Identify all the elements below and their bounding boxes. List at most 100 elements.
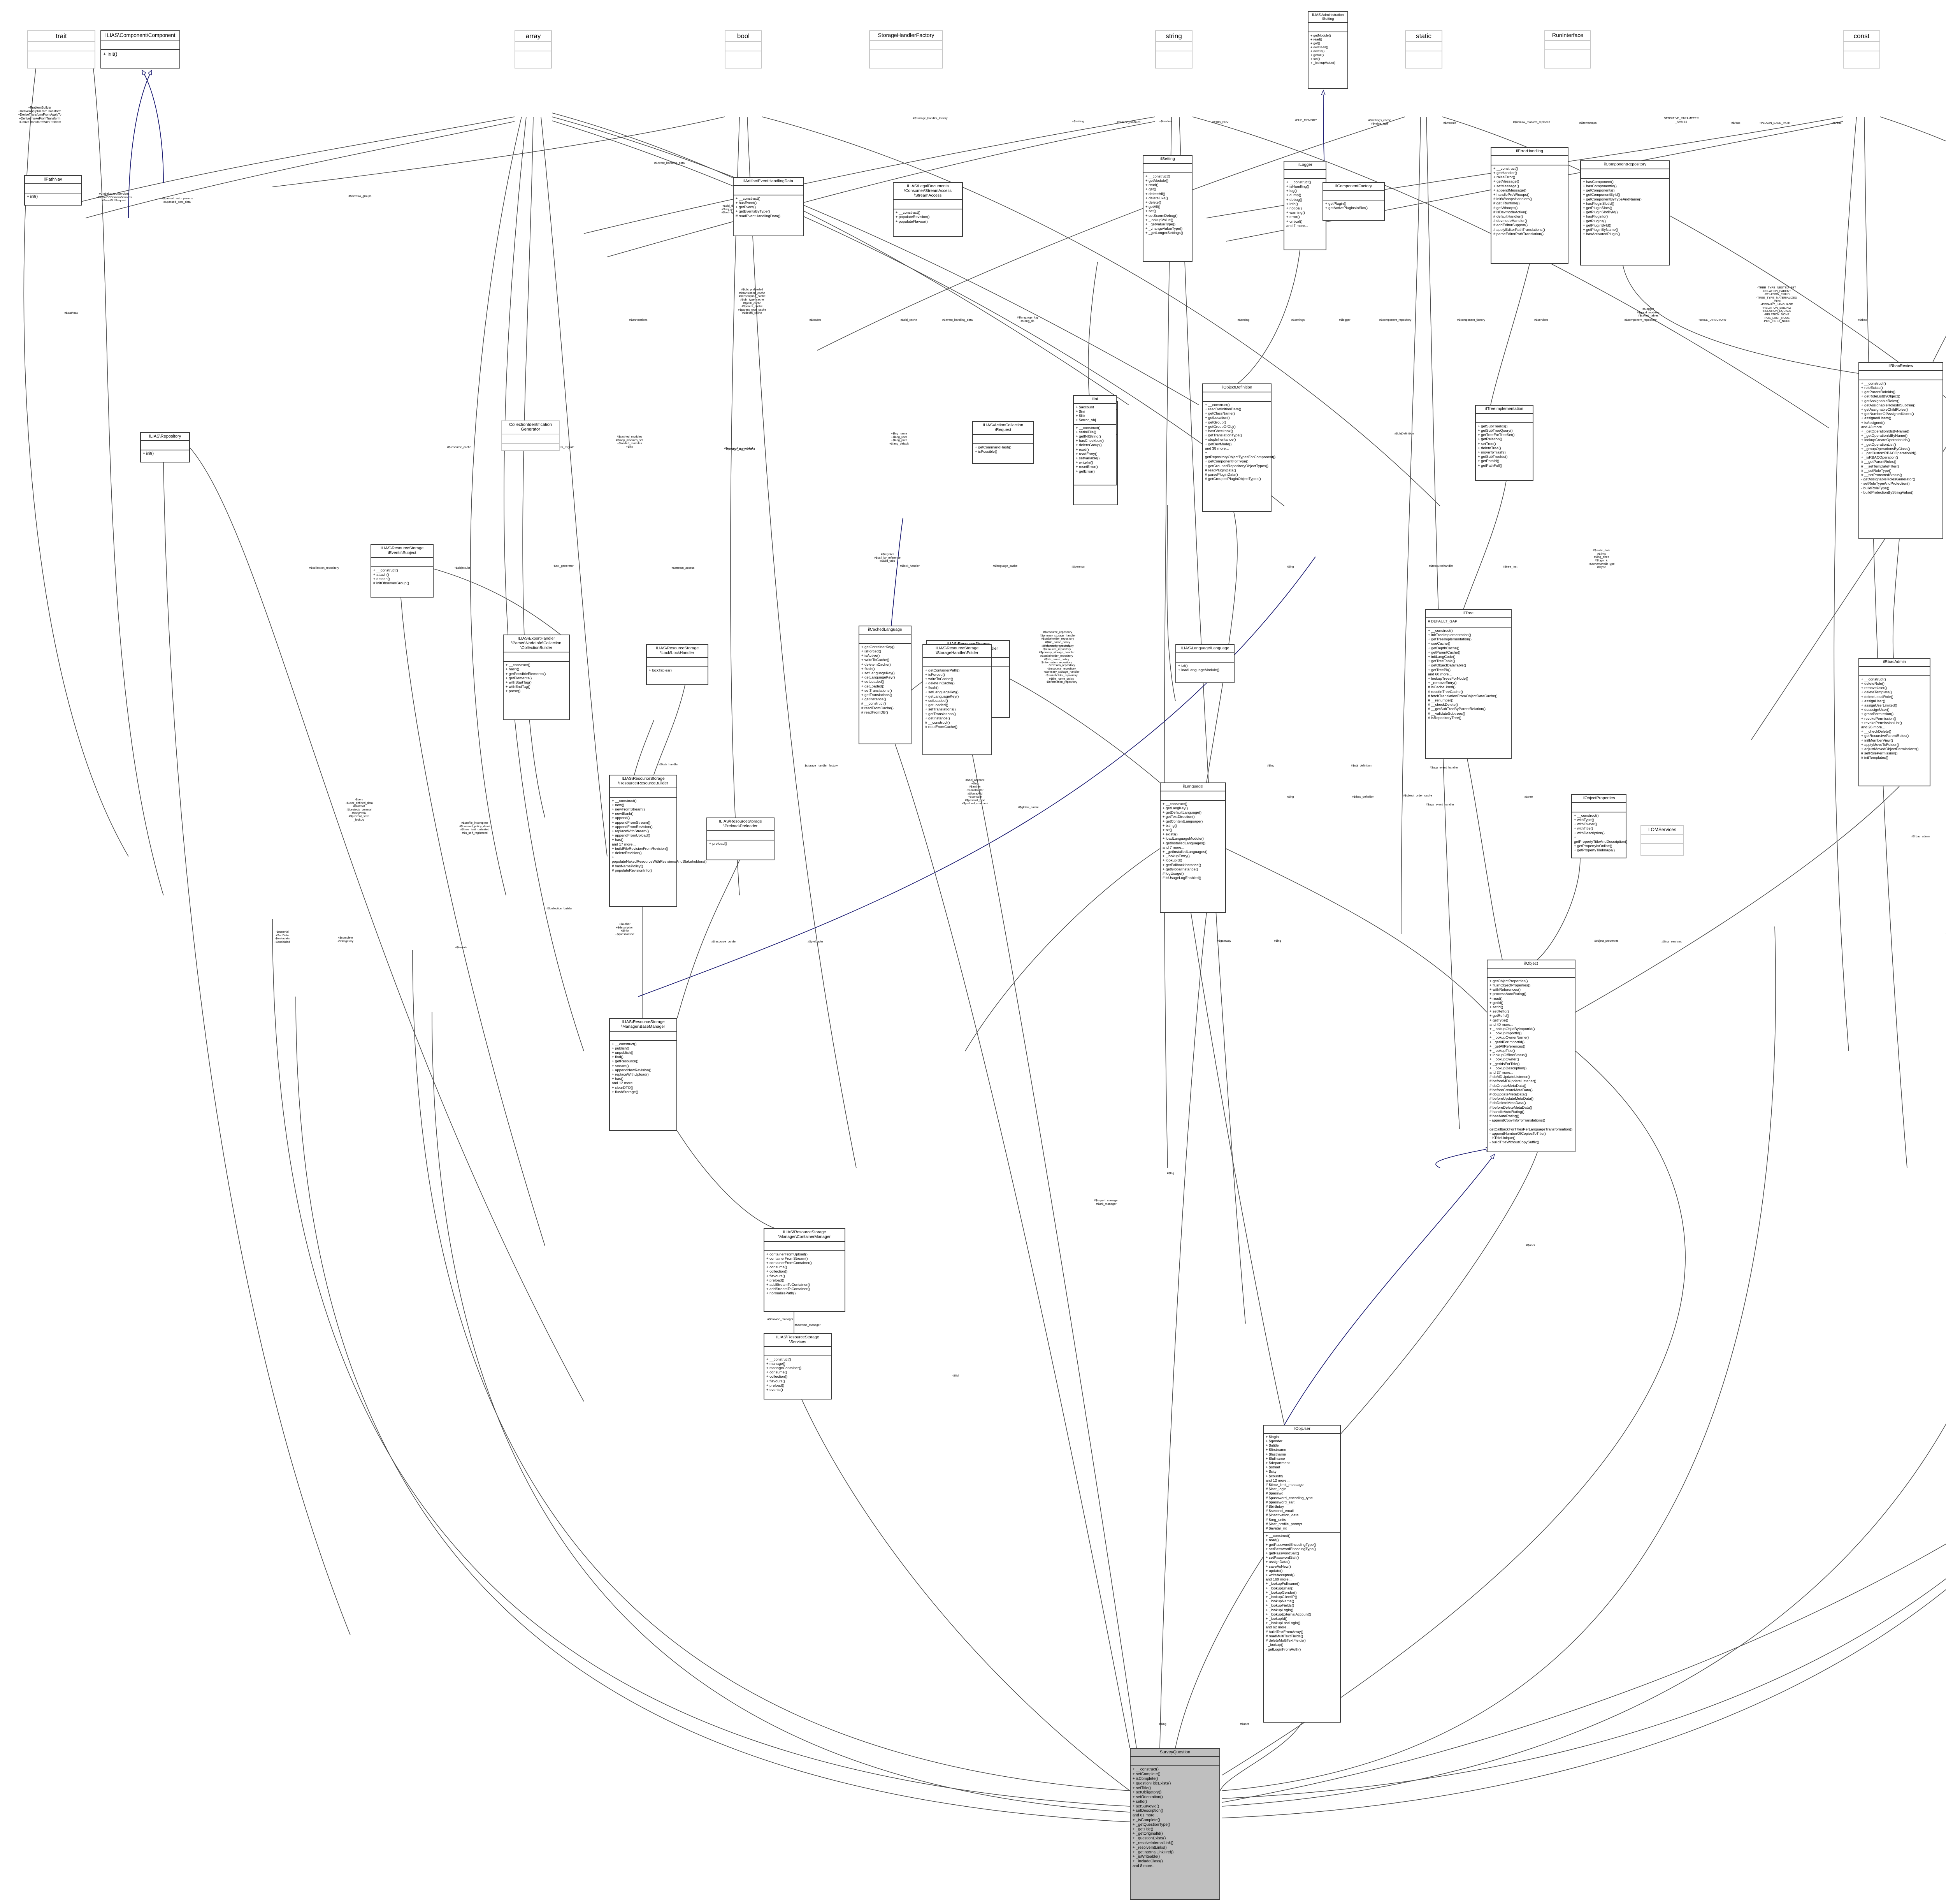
class-node-ilobjectdefinition2[interactable]: ilObjectDefinition+ __construct()+ readD… (1202, 383, 1275, 512)
class-node-ilrbacadmin[interactable]: ilRbacAdmin+ __construct()+ deleteRole()… (1858, 658, 1930, 786)
class-node-const[interactable]: const (1843, 30, 1880, 69)
class-node-ilias-administration-setting[interactable]: ILIAS\Administration \Setting+ getModule… (1308, 11, 1348, 89)
class-node-string[interactable]: string (1155, 30, 1193, 69)
class-node-ilcachedlanguage[interactable]: ilCachedLanguage+ getContainerKey()+ isF… (859, 626, 912, 744)
class-node-storagehandlerfactory[interactable]: StorageHandlerFactory (869, 30, 943, 69)
class-operation: + _lookupFields() (1266, 1603, 1294, 1608)
class-node-attributes (515, 42, 551, 52)
class-operation: + buildFileRevisionFromRevision() (612, 846, 668, 851)
class-node-name: ILIAS\Component\Component (101, 31, 179, 41)
class-operation: + getObjectDataTable() (1428, 663, 1466, 668)
class-node-illanguage[interactable]: ilLanguage+ __construct()+ getLangKey()+… (1160, 782, 1226, 913)
class-node-ilobjuser[interactable]: ilObjUser+ $login+ $gender+ $utitle+ $fi… (1263, 1425, 1341, 1723)
class-operation: + deleteRevision() (612, 851, 642, 855)
class-node-surveyquestion[interactable]: SurveyQuestion+ __construct()+ setComple… (1130, 1748, 1220, 1900)
class-node-ilias-resourcestorage-manager-containermanager[interactable]: ILIAS\ResourceStorage \Manager\Container… (764, 1228, 845, 1312)
class-node-name: ilCachedLanguage (859, 626, 911, 635)
class-node-operations: + getContainerPath()+ isForced()+ writeT… (923, 667, 991, 731)
class-operation: + preload() (709, 841, 727, 846)
class-node-ilartifacteventhandlingdata[interactable]: ilArtifactEventHandlingData+ __construct… (733, 177, 804, 236)
class-operation: + withDescription() (1574, 831, 1605, 835)
class-node-ilias-exporthandler[interactable]: ILIAS\ExportHandler \Parser\NodeInfo\Col… (503, 635, 570, 720)
class-node-static[interactable]: static (1405, 30, 1442, 69)
class-node-ilias-repository[interactable]: ILIAS\Repository+ init() (140, 432, 190, 462)
class-operation: + _lookupTitle() (1489, 1049, 1515, 1053)
class-operation: # beforeMDUpdateListener() (1489, 1079, 1537, 1084)
class-node-ilias-resourcestorage-storagehandler-folder[interactable]: ILIAS\ResourceStorage \StorageHandler\Fo… (922, 644, 992, 755)
class-operation: + hasComponentId() (1583, 184, 1617, 188)
edge-label-l-annotations: #$annotations (629, 318, 648, 322)
class-node-attributes (504, 652, 569, 662)
class-node-ilactioncollectionrequest[interactable]: ILIAS\ActionCollection \Request+ getComm… (972, 421, 1034, 464)
class-node-iltree[interactable]: ilTree# DEFAULT_GAP+ __construct()+ init… (1425, 609, 1512, 759)
class-operation: # readPluginData() (1205, 468, 1236, 473)
class-operation: + _lookupValue() (1310, 61, 1335, 65)
edge-label-l-setting2: #$setting (1237, 318, 1250, 322)
class-node-ilcomponentfactory[interactable]: ilComponentFactory+ getPlugin()+ getActi… (1323, 182, 1385, 221)
class-operation: + __construct() (736, 196, 760, 201)
class-node-iltreeimplementation[interactable]: ilTreeImplementation+ getSubTreeIds()+ g… (1475, 405, 1533, 481)
class-operation: + has() (612, 838, 623, 842)
class-node-runinterface[interactable]: RunInterface (1544, 30, 1591, 69)
edge-label-l-rbac-definition: #$rbac_definition (1352, 795, 1375, 798)
class-node-ilobjectproperties[interactable]: ilObjectProperties+ __construct()+ withT… (1571, 794, 1627, 858)
class-operation: # __construct() (861, 701, 886, 706)
class-node-ilsetting[interactable]: ilSetting+ __construct()+ getModule()+ r… (1143, 155, 1193, 262)
class-node-attributes (859, 635, 911, 644)
class-operation: + collection() (766, 1269, 788, 1274)
class-operation: + deleteAll() (1145, 192, 1165, 196)
class-node-attributes (1859, 371, 1942, 380)
class-operation: + revokePermissionList() (1861, 721, 1902, 725)
class-operation: + revokePermission() (1861, 716, 1897, 721)
class-node-name: ILIAS\ResourceStorage \Manager\Container… (764, 1229, 845, 1242)
class-operation: + populateNakedResourceWithRevisionsAndS… (612, 855, 707, 864)
class-node-ilias-resourcestorage-services[interactable]: ILIAS\ResourceStorage \Services+ __const… (764, 1333, 832, 1399)
edge-label-l-storage-handler-factory2: $storage_handler_factory (804, 764, 838, 767)
class-operation: + consume() (766, 1265, 787, 1270)
class-operation: - getLoginFromAuth() (1266, 1647, 1301, 1652)
class-node-operations: + getObjectProperties()+ flushObjectProp… (1488, 978, 1575, 1146)
class-node-legaldocuments-streamaccess[interactable]: ILIAS\LegalDocuments \Consumer\StreamAcc… (893, 182, 963, 237)
edge-label-l-tree: #$tree (1524, 795, 1533, 798)
class-operation: + containerFromContainer() (766, 1261, 812, 1265)
class-operation: + flavours() (766, 1274, 785, 1278)
class-node-attributes (25, 184, 81, 194)
class-operation: + _getIdsForTitle() (1489, 1062, 1520, 1066)
class-operation: + getComponentById() (1583, 193, 1620, 197)
class-operation: + getObjectProperties() (1489, 979, 1528, 983)
class-node-trait[interactable]: trait (27, 30, 95, 69)
class-operation: + isPossible() (975, 449, 998, 454)
class-node-illogger[interactable]: ilLogger+ __construct()+ isHandling()+ l… (1284, 161, 1326, 250)
class-operation: # applyEditorPathTranslations() (1493, 227, 1545, 232)
class-operation: + saveAsNew() (1266, 1564, 1291, 1569)
class-node-array[interactable]: array (515, 30, 552, 69)
class-operation: # populateRevisionInfo() (612, 868, 652, 873)
class-attribute: # $org_units (1266, 1517, 1286, 1522)
class-node-ilerrorhandling[interactable]: ilErrorHandling+ __construct()+ getHandl… (1491, 147, 1568, 264)
class-node-bool[interactable]: bool (725, 30, 762, 69)
class-node-ilobject[interactable]: ilObject+ getObjectProperties()+ flushOb… (1487, 960, 1575, 1152)
class-node-ilias-component-component[interactable]: ILIAS\Component\Component + init() (100, 30, 180, 69)
class-node-ilcomponentrepository[interactable]: ilComponentRepository+ hasComponent()+ h… (1580, 160, 1670, 265)
class-node-ilias-language-language[interactable]: ILIAS\Language\Language+ txt()+ loadLang… (1175, 644, 1235, 683)
class-operation: # readFromCache() (925, 725, 957, 730)
class-node-ilias-resourcestorage-lock-lockhandler[interactable]: ILIAS\ResourceStorage \Lock\LockHandler+… (646, 644, 708, 685)
class-node-operations (1545, 50, 1590, 53)
class-node-collectionidentification-generator[interactable]: CollectionIdentification Generator (501, 420, 560, 451)
class-operation: + read() (1266, 1538, 1279, 1543)
class-node-lommetadata[interactable]: LOMServices (1640, 825, 1684, 856)
class-node-ilpathnav[interactable]: ilPathNav+ init() (24, 175, 82, 206)
class-operation: + _getLongerSettings() (1145, 231, 1183, 236)
class-node-ilias-resourcestorage-events-subject[interactable]: ILIAS\ResourceStorage \Events\Subject+ _… (371, 544, 434, 598)
class-node-ilias-resourcestorage-resources-resourcebuilder[interactable]: ILIAS\ResourceStorage \Resource\Resource… (609, 775, 707, 907)
class-node-ilias-resourcestorage-manager-basemanager[interactable]: ILIAS\ResourceStorage \Manager\BaseManag… (609, 1018, 677, 1131)
class-node-ilrbacreview[interactable]: ilRbacReview+ __construct()+ roleExists(… (1858, 362, 1943, 539)
class-node-ilini[interactable]: ilIni+ $account+ $ini+ $lib+ $error_obj+… (1073, 395, 1117, 485)
class-node-operations (28, 51, 95, 54)
class-node-name: LOMServices (1641, 826, 1683, 835)
class-node-operations: + init() (101, 50, 179, 58)
class-node-ilias-resourcestorage-preload-preloader[interactable]: ILIAS\ResourceStorage \Preload\Preloader… (706, 818, 775, 860)
class-operation: + unpublish() (612, 1050, 634, 1055)
class-operation: and 8 more... (1133, 1864, 1156, 1869)
class-operation: + assignUserLimited() (1861, 703, 1897, 708)
